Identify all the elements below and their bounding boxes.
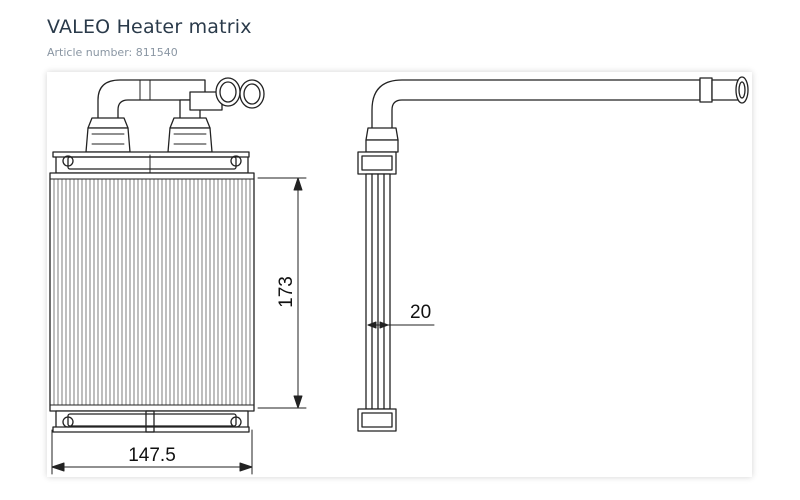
side-pipe [365,76,749,153]
page-title: VALEO Heater matrix [47,16,252,38]
depth-dimension [367,321,435,329]
top-tank [52,151,250,174]
pipe-assembly [85,77,265,153]
side-core [357,151,397,432]
width-dimension [51,429,253,475]
product-header: VALEO Heater matrix Article number: 8115… [47,16,252,59]
article-number: Article number: 811540 [47,46,178,59]
height-label: 173 [276,276,297,308]
height-dimension [257,177,307,409]
side-view: 20 [357,76,749,432]
width-label: 147.5 [128,445,176,466]
depth-label: 20 [410,302,431,323]
bottom-tank [52,410,250,433]
front-view: 173 147.5 [49,77,307,475]
radiator-core [49,172,255,412]
